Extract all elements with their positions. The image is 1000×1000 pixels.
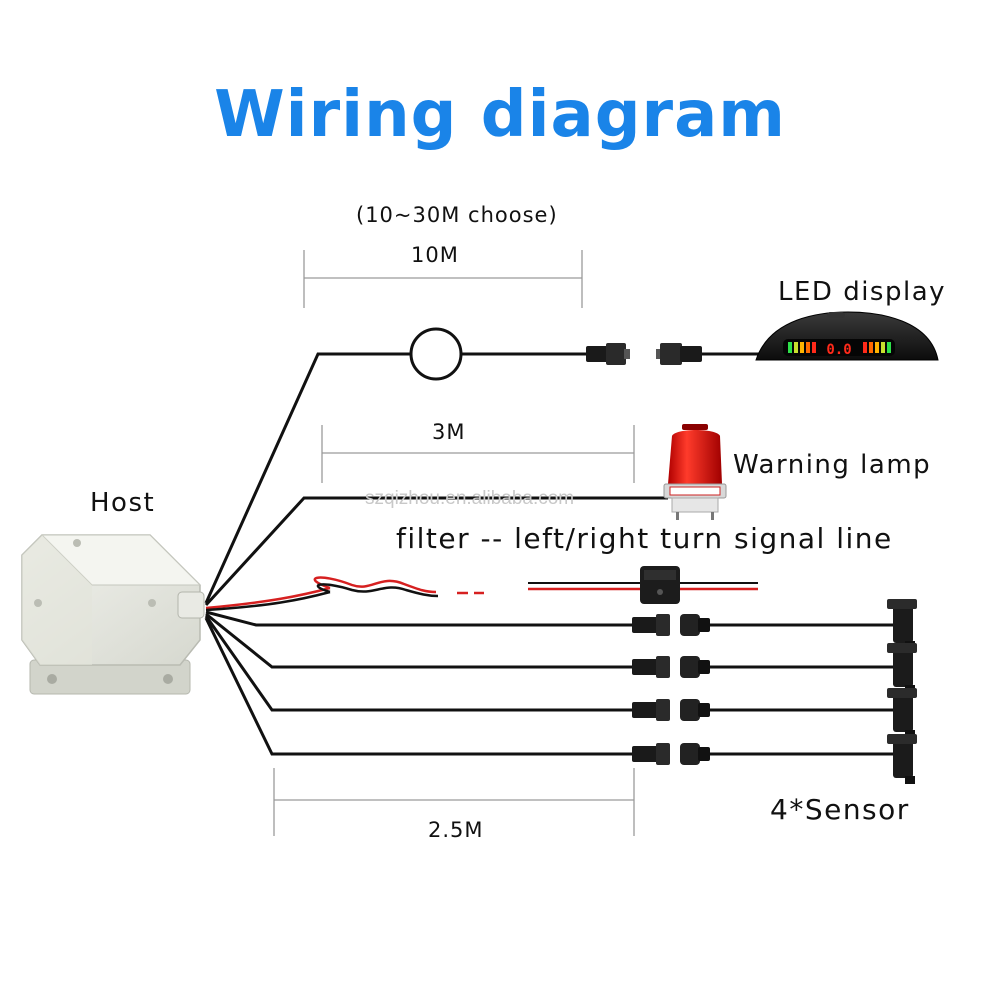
sensor-leads [710,623,895,756]
cable-coil [409,327,463,381]
turn-signal-wire [205,576,484,612]
diagram-title: Wiring diagram [214,78,786,152]
warning-lamp-unit [663,424,727,520]
sensor-3 [887,688,917,738]
watermark: szqizhou.en.alibaba.com [365,488,575,509]
sensor-connector-1 [632,614,710,636]
led-display-unit: 0.0 [755,311,939,361]
sensor-4 [887,734,917,784]
led-connector [586,343,702,365]
sensor-connectors [632,614,710,765]
wire-to-sensor-3 [204,615,632,712]
sensors [887,599,917,784]
dimension-10m [303,250,583,308]
host-label: Host [90,488,156,518]
sensor-2 [887,643,917,693]
host-wires [204,352,668,756]
wire-to-led-display [204,352,412,604]
wire-to-sensor-1 [205,610,632,627]
led-display-label: LED display [778,277,947,307]
sensor-connector-3 [632,699,710,721]
cable-option-note: (10~30M choose) [356,203,558,227]
filter-label: filter -- left/right turn signal line [396,522,893,555]
sensor-connector-2 [632,656,710,678]
wire-to-warning-lamp [204,496,668,607]
dimension-label-10m: 10M [411,243,459,267]
sensor-connector-4 [632,743,710,765]
led-readout: 0.0 [826,342,851,358]
dimension-2-5m [273,768,635,836]
host-box [21,534,205,695]
dimension-label-3m: 3M [432,420,466,444]
filter-unit [528,566,758,604]
sensor-label: 4*Sensor [770,793,910,826]
dimension-label-2-5m: 2.5M [428,818,484,842]
dimension-3m [321,425,635,483]
wire-to-sensor-4 [204,617,632,756]
wire-to-sensor-2 [205,612,632,669]
warning-lamp-label: Warning lamp [733,450,932,480]
